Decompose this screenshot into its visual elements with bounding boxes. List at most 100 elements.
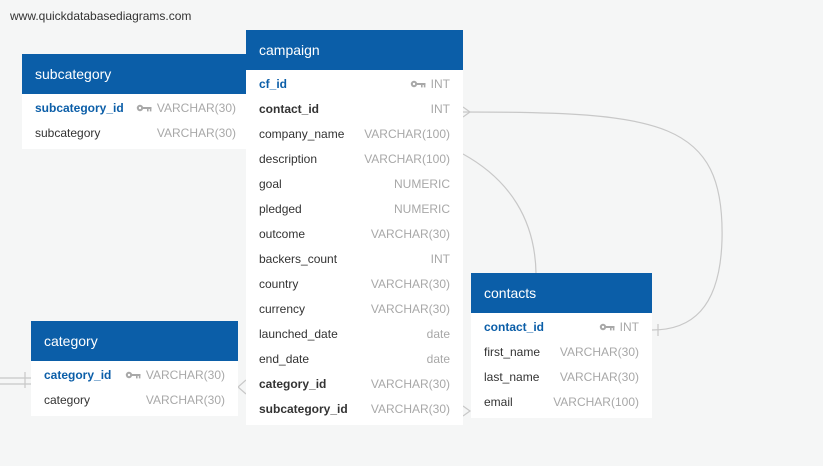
field-row-backers-count[interactable]: backers_count INT xyxy=(246,247,463,272)
field-type: VARCHAR(30) xyxy=(371,397,450,422)
field-row-goal[interactable]: goal NUMERIC xyxy=(246,172,463,197)
crow-foot-category-id xyxy=(237,379,247,395)
field-row-email[interactable]: email VARCHAR(100) xyxy=(471,390,652,415)
relationship-campaign-contacts[interactable] xyxy=(462,111,723,331)
field-type: VARCHAR(100) xyxy=(364,147,450,172)
field-type-label: VARCHAR(30) xyxy=(370,277,450,291)
table-header-contacts[interactable]: contacts xyxy=(471,273,652,313)
field-name: subcategory_id xyxy=(35,101,124,115)
field-type-label: VARCHAR(30) xyxy=(370,402,450,416)
table-header-subcategory[interactable]: subcategory xyxy=(22,54,249,94)
field-name: email xyxy=(484,395,513,409)
field-type: VARCHAR(30) xyxy=(560,365,639,390)
field-type-label: VARCHAR(100) xyxy=(364,127,450,141)
field-name: end_date xyxy=(259,352,310,366)
key-icon xyxy=(125,371,141,379)
field-type-label: VARCHAR(30) xyxy=(559,370,639,384)
field-name: country xyxy=(259,277,299,291)
field-name: currency xyxy=(259,302,306,316)
field-type-label: VARCHAR(30) xyxy=(156,126,236,140)
field-type: NUMERIC xyxy=(394,197,450,222)
field-type-label: VARCHAR(30) xyxy=(559,345,639,359)
relationship-category-left xyxy=(0,377,31,385)
key-icon xyxy=(410,80,426,88)
field-name: category_id xyxy=(44,368,112,382)
field-type: INT xyxy=(431,247,450,272)
field-row-contact-id[interactable]: contact_id INT xyxy=(246,97,463,122)
field-row-currency[interactable]: currency VARCHAR(30) xyxy=(246,297,463,322)
field-type: VARCHAR(30) xyxy=(125,363,225,388)
field-type-label: NUMERIC xyxy=(394,177,450,191)
field-type: VARCHAR(30) xyxy=(136,96,236,121)
field-type-label: VARCHAR(100) xyxy=(553,395,639,409)
relationship-campaign-contacts-top xyxy=(462,153,537,274)
field-type: VARCHAR(30) xyxy=(560,340,639,365)
field-type: VARCHAR(100) xyxy=(553,390,639,415)
field-name: category xyxy=(44,393,91,407)
field-name: backers_count xyxy=(259,252,338,266)
field-type-label: VARCHAR(30) xyxy=(145,393,225,407)
field-name: launched_date xyxy=(259,327,338,341)
field-row-category-id[interactable]: category_id VARCHAR(30) xyxy=(31,363,238,388)
field-type-label: date xyxy=(426,352,450,366)
field-type-label: VARCHAR(100) xyxy=(364,152,450,166)
key-icon xyxy=(136,104,152,112)
field-row-first-name[interactable]: first_name VARCHAR(30) xyxy=(471,340,652,365)
field-type: VARCHAR(30) xyxy=(371,372,450,397)
field-type-label: VARCHAR(30) xyxy=(145,368,225,382)
field-row-end-date[interactable]: end_date date xyxy=(246,347,463,372)
field-row-subcategory-id[interactable]: subcategory_id VARCHAR(30) xyxy=(22,96,249,121)
field-row-launched-date[interactable]: launched_date date xyxy=(246,322,463,347)
field-type-label: NUMERIC xyxy=(394,202,450,216)
field-row-company-name[interactable]: company_name VARCHAR(100) xyxy=(246,122,463,147)
field-type: INT xyxy=(431,97,450,122)
field-row-category[interactable]: category VARCHAR(30) xyxy=(31,388,238,413)
field-name: goal xyxy=(259,177,282,191)
crow-foot-subcategory-id xyxy=(462,405,472,417)
field-type: NUMERIC xyxy=(394,172,450,197)
field-name: company_name xyxy=(259,127,345,141)
field-type: VARCHAR(100) xyxy=(364,122,450,147)
field-row-outcome[interactable]: outcome VARCHAR(30) xyxy=(246,222,463,247)
field-type-label: INT xyxy=(619,320,639,334)
field-type: INT xyxy=(410,72,450,97)
field-type: date xyxy=(427,347,450,372)
field-type: VARCHAR(30) xyxy=(146,388,225,413)
crow-foot-contact-id xyxy=(462,106,472,118)
field-row-category-id[interactable]: category_id VARCHAR(30) xyxy=(246,372,463,397)
table-header-category[interactable]: category xyxy=(31,321,238,361)
table-header-campaign[interactable]: campaign xyxy=(246,30,463,70)
field-row-country[interactable]: country VARCHAR(30) xyxy=(246,272,463,297)
field-type: date xyxy=(427,322,450,347)
field-name: contact_id xyxy=(259,102,320,116)
field-name: description xyxy=(259,152,318,166)
field-row-last-name[interactable]: last_name VARCHAR(30) xyxy=(471,365,652,390)
field-type-label: VARCHAR(30) xyxy=(370,227,450,241)
field-type-label: date xyxy=(426,327,450,341)
field-name: last_name xyxy=(484,370,540,384)
field-type-label: INT xyxy=(430,77,450,91)
field-row-description[interactable]: description VARCHAR(100) xyxy=(246,147,463,172)
field-type: VARCHAR(30) xyxy=(371,297,450,322)
field-name: outcome xyxy=(259,227,306,241)
field-type: VARCHAR(30) xyxy=(371,272,450,297)
field-name: first_name xyxy=(484,345,541,359)
field-type-label: VARCHAR(30) xyxy=(156,101,236,115)
field-type: INT xyxy=(599,315,639,340)
field-type: VARCHAR(30) xyxy=(371,222,450,247)
key-icon xyxy=(599,323,615,331)
field-type-label: VARCHAR(30) xyxy=(370,377,450,391)
field-name: category_id xyxy=(259,377,327,391)
